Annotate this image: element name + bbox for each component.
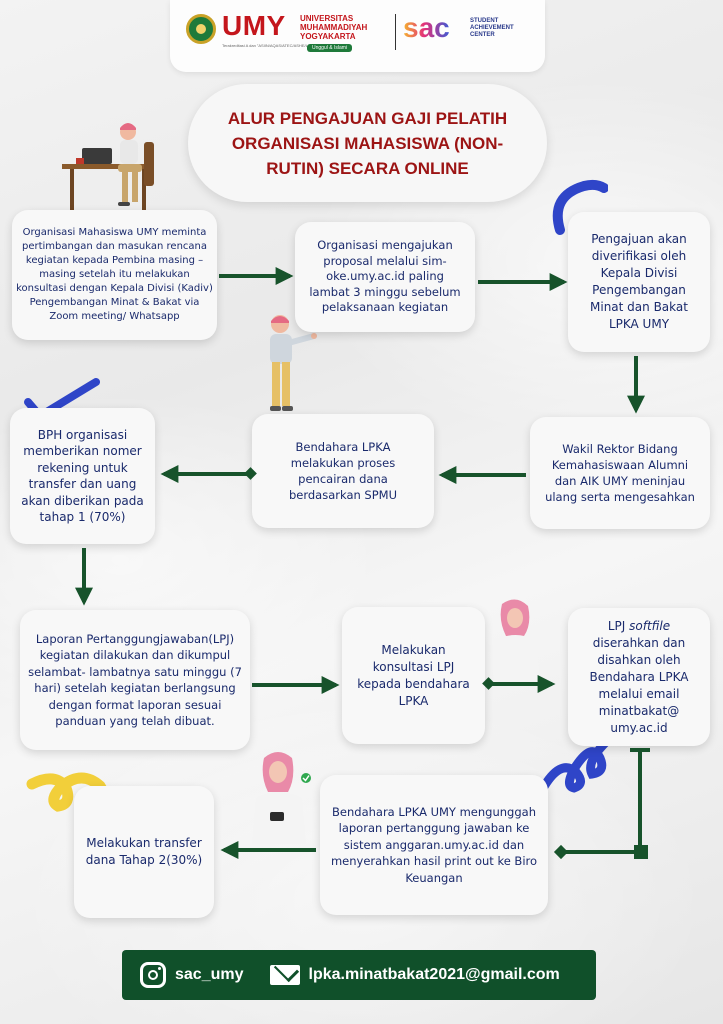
- hijab-woman-phone-illustration: [252, 752, 311, 844]
- sac-subtitle: STUDENT ACHIEVEMENT CENTER: [470, 18, 514, 38]
- step-10-text: Bendahara LPKA UMY mengunggah laporan pe…: [330, 804, 538, 885]
- step-card-6: BPH organisasi memberikan nomer rekening…: [10, 408, 155, 544]
- step-card-11: Melakukan transfer dana Tahap 2(30%): [74, 786, 214, 918]
- step-card-4: Wakil Rektor Bidang Kemahasiswaan Alumni…: [530, 417, 710, 529]
- arrow-tail-diamond: [244, 467, 257, 480]
- step-9-text: LPJ softfile diserahkan dan disahkan ole…: [578, 618, 700, 737]
- step-6-text: BPH organisasi memberikan nomer rekening…: [21, 427, 144, 525]
- blue-curl-decoration: [537, 737, 611, 795]
- blue-arc-decoration: [552, 179, 608, 235]
- university-name: UNIVERSITAS MUHAMMADIYAH YOGYAKARTA: [300, 14, 368, 41]
- header-logos: UMY UNIVERSITAS MUHAMMADIYAH YOGYAKARTA …: [170, 0, 545, 72]
- step-card-10: Bendahara LPKA UMY mengunggah laporan pe…: [320, 775, 548, 915]
- footer-contact-bar: sac_umy lpka.minatbakat2021@gmail.com: [122, 950, 596, 1000]
- umy-tagline: Terakreditasi A dan "ASIIN/AQAS/ATEC/ASH…: [222, 43, 322, 48]
- hijab-woman-pointing-illustration: [468, 599, 540, 684]
- step-card-8: Melakukan konsultasi LPJ kepada bendahar…: [342, 607, 485, 744]
- instagram-icon: [140, 962, 166, 988]
- step-7-text: Laporan Pertanggungjawaban(LPJ) kegiatan…: [28, 631, 242, 729]
- step-card-3: Pengajuan akan diverifikasi oleh Kepala …: [568, 212, 710, 352]
- arrow-9-to-10: [562, 750, 642, 854]
- umy-logo-text: UMY: [222, 10, 286, 41]
- step-11-text: Melakukan transfer dana Tahap 2(30%): [85, 836, 203, 867]
- arrow-top-cap: [630, 748, 650, 752]
- umy-motto: Unggul & Islami: [307, 44, 353, 52]
- sac-logo-text: sac: [403, 12, 450, 43]
- arrow-tail-diamond: [553, 844, 569, 860]
- step-9-text-b: diserahkan dan disahkan oleh Bendahara L…: [589, 635, 689, 735]
- mail-icon: [269, 965, 300, 985]
- step-5-text: Bendahara LPKA melakukan proses pencaira…: [288, 440, 398, 502]
- arrow-corner-square: [634, 845, 648, 859]
- pointing-person-illustration: [270, 315, 317, 411]
- arrow-tail-diamond: [482, 677, 495, 690]
- step-card-2: Organisasi mengajukan proposal melalui s…: [295, 222, 475, 332]
- title-card: ALUR PENGAJUAN GAJI PELATIH ORGANISASI M…: [188, 84, 547, 202]
- step-9-text-softfile: softfile: [629, 618, 671, 633]
- contact-email[interactable]: lpka.minatbakat2021@gmail.com: [308, 966, 560, 983]
- step-card-9: LPJ softfile diserahkan dan disahkan ole…: [568, 608, 710, 746]
- person-at-desk-illustration: [62, 123, 154, 211]
- instagram-handle[interactable]: sac_umy: [175, 966, 244, 983]
- step-2-text: Organisasi mengajukan proposal melalui s…: [309, 238, 461, 315]
- umy-emblem-icon: [186, 14, 216, 44]
- step-3-text: Pengajuan akan diverifikasi oleh Kepala …: [590, 232, 688, 331]
- page-title: ALUR PENGAJUAN GAJI PELATIH ORGANISASI M…: [227, 108, 508, 178]
- step-4-text: Wakil Rektor Bidang Kemahasiswaan Alumni…: [545, 442, 695, 504]
- step-card-7: Laporan Pertanggungjawaban(LPJ) kegiatan…: [20, 610, 250, 750]
- step-card-5: Bendahara LPKA melakukan proses pencaira…: [252, 414, 434, 528]
- step-1-text: Organisasi Mahasiswa UMY meminta pertimb…: [16, 227, 213, 322]
- step-8-text: Melakukan konsultasi LPJ kepada bendahar…: [357, 642, 470, 708]
- logo-divider: [395, 14, 396, 50]
- step-card-1: Organisasi Mahasiswa UMY meminta pertimb…: [12, 210, 217, 340]
- step-9-text-a: LPJ: [607, 618, 630, 633]
